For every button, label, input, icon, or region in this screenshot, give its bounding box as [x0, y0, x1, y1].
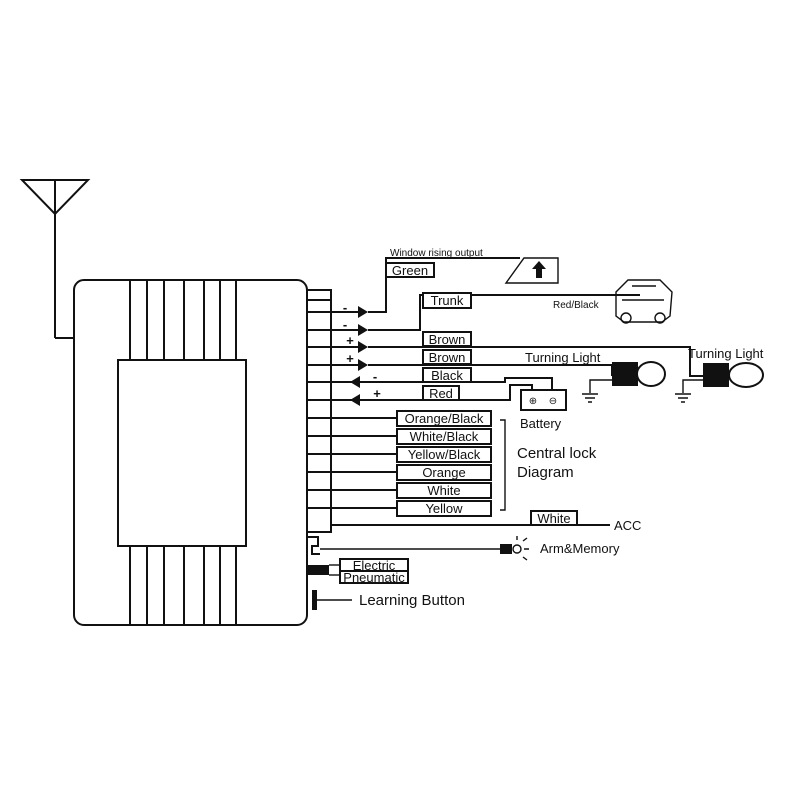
- window-icon: [504, 257, 559, 284]
- learning-button-label: Learning Button: [359, 592, 465, 609]
- ground-icon: [675, 393, 691, 403]
- wire-label-black: Black: [431, 368, 463, 383]
- wire-labels: Green Trunk Brown Brown Black Red Orange…: [385, 262, 578, 526]
- window-rising: Window rising output: [390, 248, 559, 284]
- arrow-black: [350, 376, 360, 388]
- polarity-sign: -: [373, 369, 377, 384]
- wire-label-green: Green: [392, 263, 428, 278]
- electric-pneumatic-port: [307, 565, 329, 575]
- arm-memory: Arm&Memory: [500, 536, 620, 561]
- arrow-brown-1: [358, 341, 368, 353]
- turning-light-label: Turning Light: [688, 346, 764, 361]
- arm-memory-port: [307, 536, 320, 555]
- acc-label: ACC: [614, 518, 641, 533]
- bulb-socket-icon: [703, 363, 729, 387]
- wire-label-orange: Orange: [422, 465, 465, 480]
- lower-pins: [129, 546, 237, 625]
- battery-icon: [520, 389, 567, 411]
- polarity-sign: +: [346, 333, 354, 348]
- polarity-sign: +: [373, 386, 381, 401]
- wire-label-yellow-black: Yellow/Black: [408, 447, 481, 462]
- ground-icon: [582, 393, 598, 403]
- wire-label-brown-2: Brown: [429, 350, 466, 365]
- bulb-icon: [636, 361, 666, 387]
- battery-plus-terminal: ⊕: [529, 396, 537, 407]
- upper-pins: [129, 280, 237, 360]
- turning-light-2: Turning Light: [675, 346, 764, 403]
- wire-label-brown-1: Brown: [429, 332, 466, 347]
- bulb-icon: [728, 362, 764, 388]
- led-icon: [500, 544, 512, 554]
- wire-label-trunk: Trunk: [431, 293, 464, 308]
- arrow-green: [358, 306, 368, 318]
- learning-button-port: [312, 590, 317, 610]
- turning-light-1: Turning Light: [525, 350, 666, 403]
- red-black-label: Red/Black: [553, 300, 600, 311]
- polarity-sign: +: [346, 351, 354, 366]
- arm-memory-label: Arm&Memory: [540, 541, 620, 556]
- bulb-socket-icon: [612, 362, 638, 386]
- wire-label-white-black: White/Black: [410, 429, 479, 444]
- polarity-sign: -: [343, 317, 347, 332]
- electric-label: Electric: [353, 558, 396, 573]
- arrow-brown-2: [358, 359, 368, 371]
- central-lock-bracket: Central lock Diagram: [500, 419, 597, 511]
- battery: ⊕ ⊖ Battery: [520, 389, 567, 431]
- window-up-arrow-icon: [532, 261, 546, 278]
- arrow-red: [350, 394, 360, 406]
- battery-minus-terminal: ⊖: [549, 396, 557, 407]
- wire-label-white: White: [427, 483, 460, 498]
- turning-light-label: Turning Light: [525, 350, 601, 365]
- central-lock-label: Central lock: [517, 445, 597, 462]
- wire-connector: [306, 289, 332, 533]
- central-lock-label: Diagram: [517, 464, 574, 481]
- pneumatic-label: Pneumatic: [343, 570, 405, 585]
- trunk: Red/Black: [553, 279, 673, 324]
- window-rising-label: Window rising output: [390, 248, 483, 259]
- polarity-sign: -: [343, 300, 347, 315]
- wire-label-red: Red: [429, 386, 453, 401]
- control-unit: [73, 279, 332, 626]
- antenna: [19, 179, 91, 339]
- wire-label-yellow: Yellow: [425, 501, 463, 516]
- wire-label-orange-black: Orange/Black: [405, 411, 484, 426]
- battery-label: Battery: [520, 416, 562, 431]
- car-rear-icon: [615, 279, 673, 323]
- module-chip: [117, 359, 247, 547]
- arrow-trunk: [358, 324, 368, 336]
- wire-label-white-acc: White: [537, 511, 570, 526]
- electric-pneumatic: Electric Pneumatic: [339, 558, 409, 585]
